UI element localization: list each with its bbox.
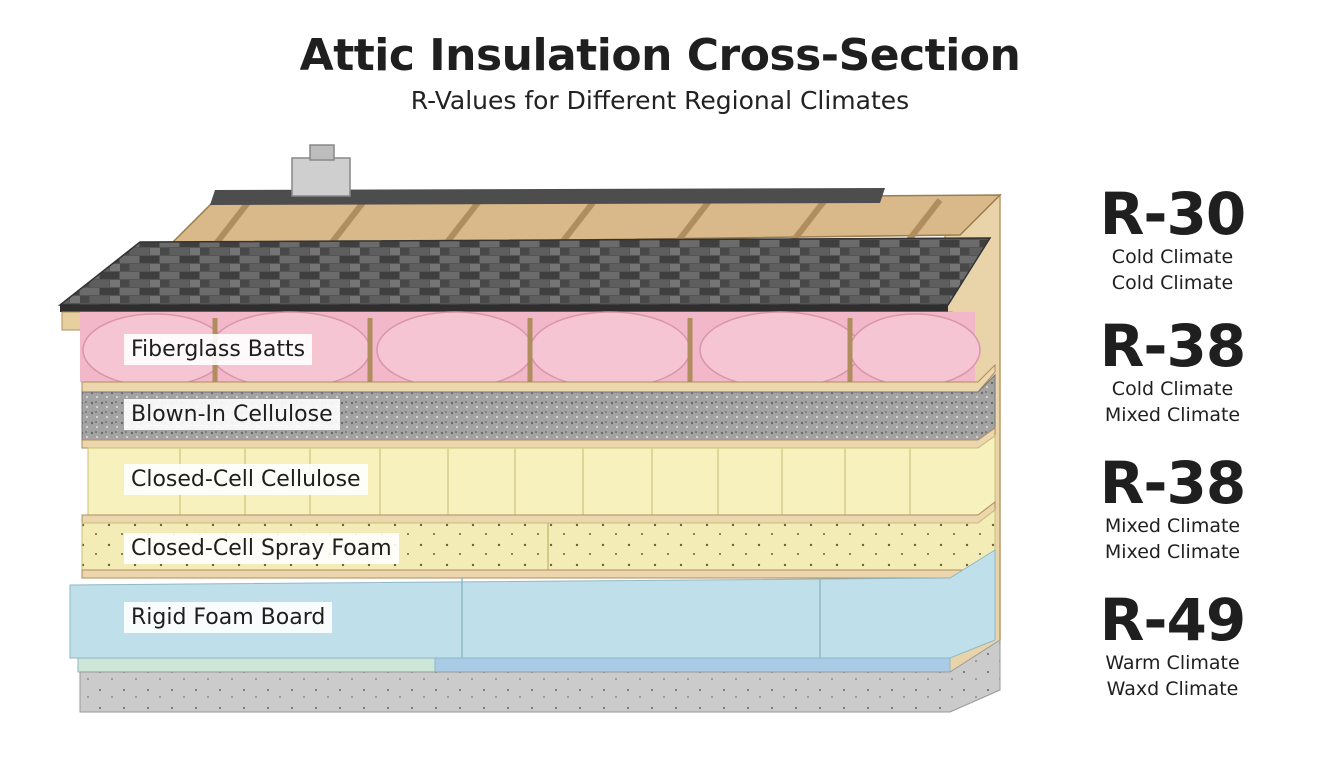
layer-label-rigid-foam-board: Rigid Foam Board — [124, 602, 333, 633]
layer-label-blown-in-cellulose: Blown-In Cellulose — [124, 399, 340, 430]
diagram-subtitle: R-Values for Different Regional Climates — [410, 86, 910, 115]
diagram-title: Attic Insulation Cross-Section — [299, 30, 1021, 81]
climate-line: Warm Climate — [1105, 652, 1240, 674]
climate-line: Cold Climate — [1111, 246, 1234, 268]
r-value-block-2: R-38 Cold Climate Mixed Climate — [1090, 316, 1255, 428]
climate-line: Cold Climate — [1111, 272, 1234, 294]
climate-line: Mixed Climate — [1104, 404, 1241, 426]
r-value: R-38 — [1099, 312, 1246, 380]
r-value-block-3: R-38 Mixed Climate Mixed Climate — [1090, 453, 1255, 565]
layer-label-fiberglass-batts: Fiberglass Batts — [124, 334, 313, 365]
r-value-block-4: R-49 Warm Climate Waxd Climate — [1090, 590, 1255, 702]
r-value: R-30 — [1099, 180, 1246, 248]
r-value: R-38 — [1099, 449, 1246, 517]
r-value-block-1: R-30 Cold Climate Cold Climate — [1090, 184, 1255, 296]
layer-label-closed-cell-cellulose: Closed-Cell Cellulose — [124, 464, 368, 495]
climate-line: Mixed Climate — [1104, 541, 1241, 563]
r-value: R-49 — [1099, 586, 1246, 654]
climate-line: Waxd Climate — [1106, 678, 1239, 700]
climate-line: Cold Climate — [1111, 378, 1234, 400]
layer-label-closed-cell-spray-foam: Closed-Cell Spray Foam — [124, 533, 399, 564]
climate-line: Mixed Climate — [1104, 515, 1241, 537]
